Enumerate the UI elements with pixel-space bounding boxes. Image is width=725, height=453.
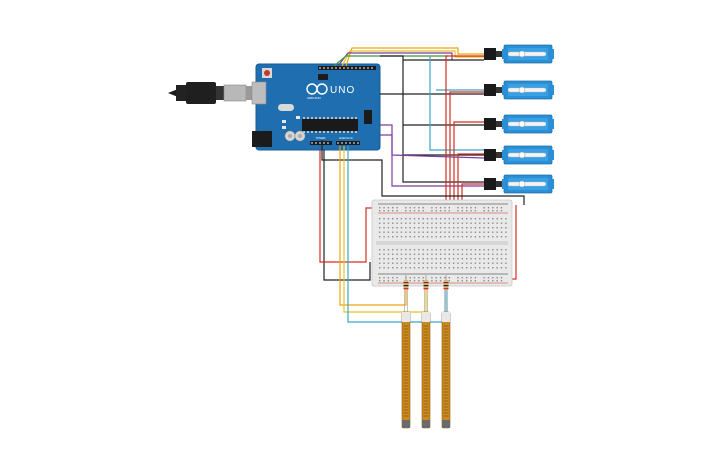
breadboard-holes — [379, 207, 507, 282]
digital-header-pins — [319, 67, 373, 69]
resistor — [403, 275, 409, 290]
servo-motor — [484, 44, 554, 64]
usb-cable — [168, 82, 256, 104]
brand-label: ARDUINO — [307, 96, 322, 100]
uno-label: UNO — [330, 85, 355, 96]
wire-teal — [429, 56, 484, 151]
flex-sensor — [401, 290, 411, 429]
wire-black-servo-bus — [380, 55, 484, 183]
wire-yellow-analog — [343, 146, 427, 313]
resistor-group — [403, 275, 449, 290]
servo-motor — [484, 174, 554, 194]
wire-red-5v — [319, 150, 378, 263]
arduino-uno-board: UNO ARDUINO POWER ANALOG IN — [251, 63, 381, 151]
servo-motor — [484, 114, 554, 134]
flex-sensor-group — [401, 290, 451, 429]
flex-sensor — [441, 290, 451, 429]
flex-sensor — [421, 290, 431, 429]
breadboard — [371, 199, 513, 287]
resistor — [423, 275, 429, 290]
servo-motor — [484, 80, 554, 100]
wire-orange-analog — [339, 146, 407, 306]
servo-motor — [484, 145, 554, 165]
analog-header-label: ANALOG IN — [339, 137, 353, 140]
wire-black-ground — [321, 140, 525, 205]
wires — [319, 47, 525, 323]
wire-orange — [345, 47, 484, 67]
bottom-header-pins — [311, 142, 359, 144]
wire-red-power — [445, 55, 484, 205]
arduino-logo-icon — [306, 83, 328, 95]
power-header-label: POWER — [316, 137, 326, 140]
wire-purple-2 — [380, 124, 485, 159]
wire-green — [333, 55, 448, 67]
resistor — [443, 275, 449, 290]
chip-pins — [303, 117, 357, 133]
wire-teal-analog — [347, 146, 447, 323]
servo-group — [484, 44, 554, 194]
